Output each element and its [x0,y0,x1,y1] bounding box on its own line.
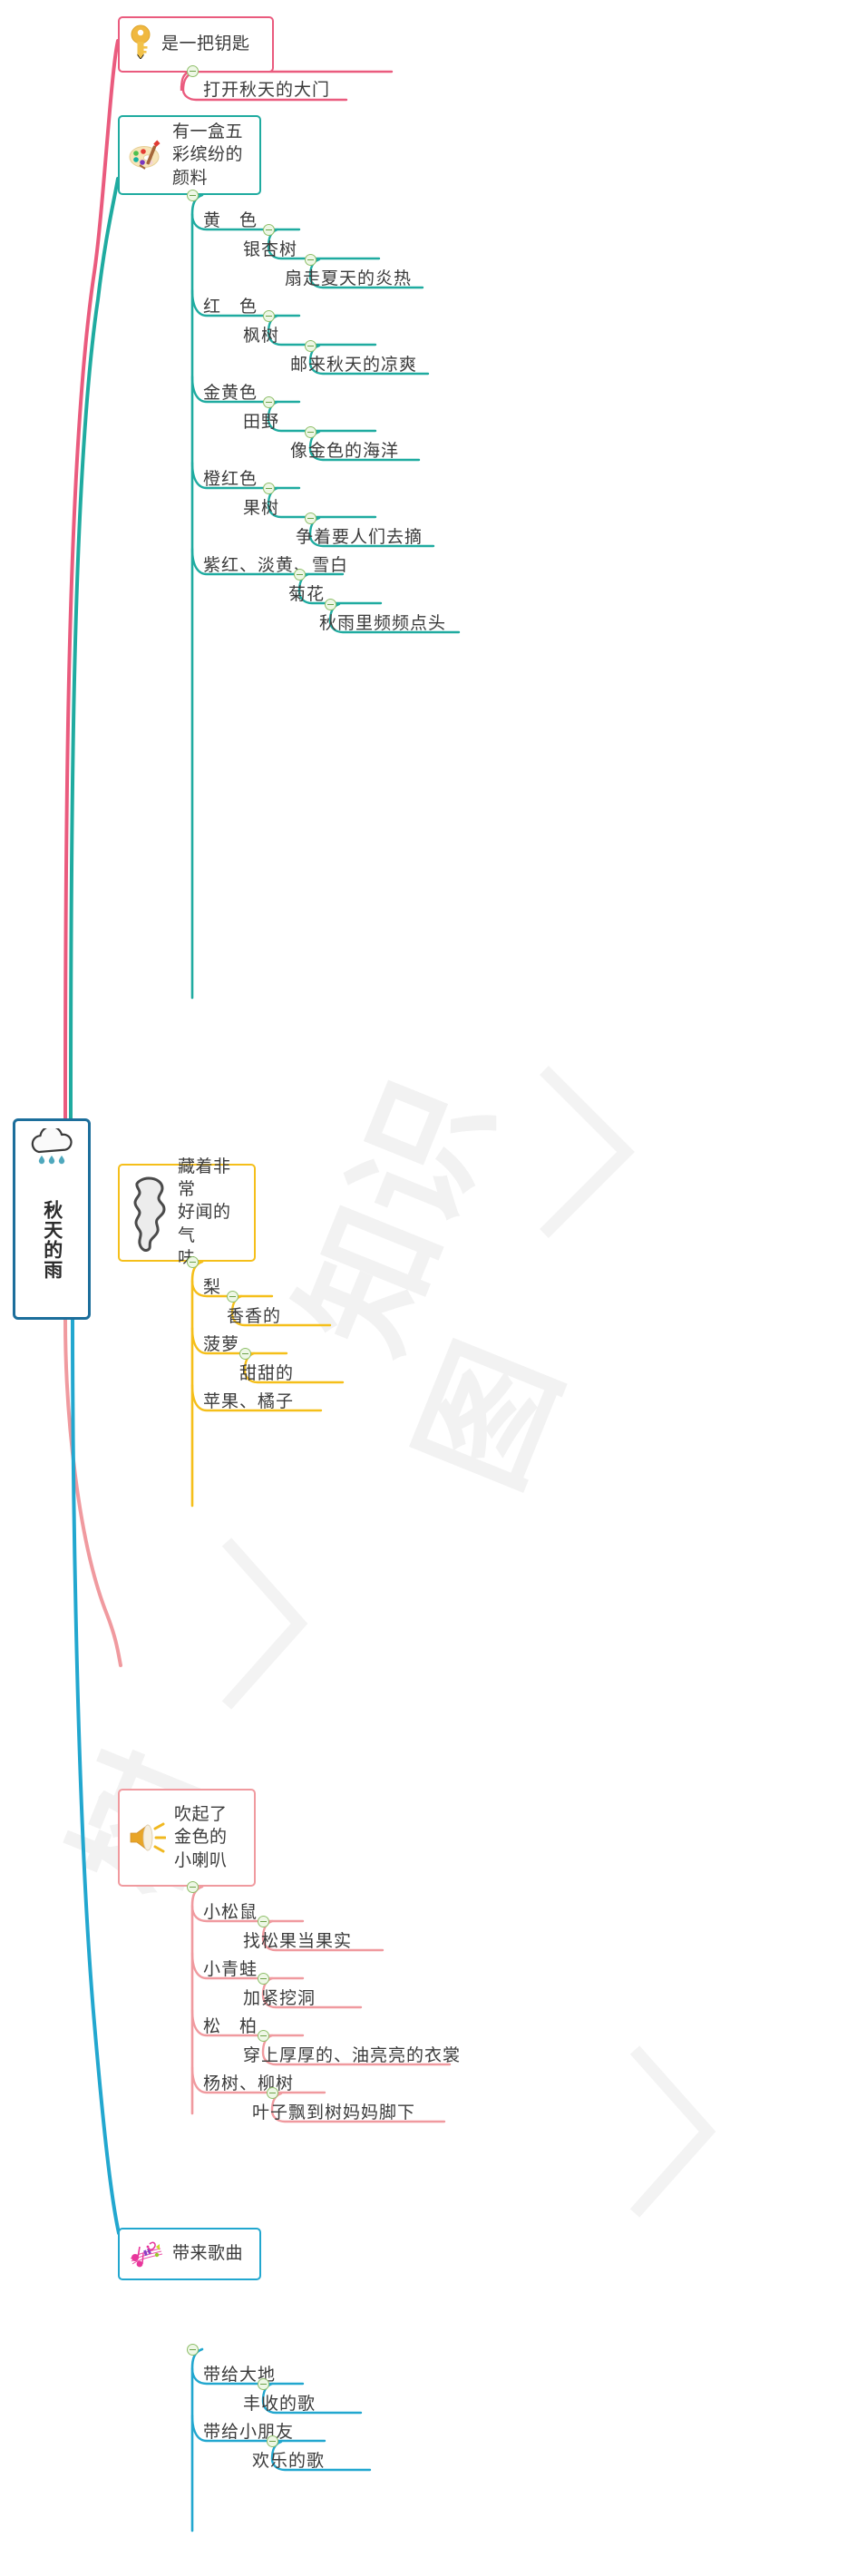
leaf-pine-cypress[interactable]: 松 柏 [203,2017,258,2036]
leaf-color-gold[interactable]: 金黄色 [203,384,258,403]
leaf-pear[interactable]: 梨 [203,1278,222,1297]
leaf-harvest-song[interactable]: 丰收的歌 [243,2395,316,2414]
leaf-leaves-fall[interactable]: 叶子飘到树妈妈脚下 [252,2103,416,2122]
leaf-fan-summer-heat[interactable]: 扇走夏天的炎热 [285,269,413,288]
megaphone-icon [128,1820,167,1855]
leaf-squirrel[interactable]: 小松鼠 [203,1903,258,1922]
leaf-poplar-willow[interactable]: 杨树、柳树 [203,2074,295,2093]
collapse-toggle-fruit[interactable] [305,512,316,524]
leaf-ginkgo-tree[interactable]: 银杏树 [243,240,298,259]
branch-node-colors-label: 有一盒五 彩缤纷的 颜料 [172,122,244,188]
branch-node-song[interactable]: 带来歌曲 [118,2228,261,2280]
leaf-color-yellow[interactable]: 黄 色 [203,211,258,230]
leaf-for-children[interactable]: 带给小朋友 [203,2423,295,2442]
leaf-chrysanthemum[interactable]: 菊花 [288,585,326,604]
leaf-pineapple[interactable]: 菠萝 [203,1335,240,1354]
leaf-nod-in-autumn-rain[interactable]: 秋雨里频频点头 [319,614,447,633]
collapse-toggle-pine-cypress[interactable] [258,2030,269,2042]
palette-icon [128,138,164,172]
branch-node-trumpet[interactable]: 吹起了 金色的 小喇叭 [118,1789,256,1887]
key-icon [128,24,153,64]
rain-cloud-icon [27,1125,76,1166]
branch-node-key[interactable]: 是一把钥匙 [118,16,274,73]
collapse-toggle-smell[interactable] [187,1256,199,1268]
leaf-maple-tree[interactable]: 枫树 [243,327,280,346]
leaf-gather-pinecones[interactable]: 找松果当果实 [243,1932,353,1951]
collapse-toggle-fields[interactable] [305,426,316,438]
collapse-toggle-children[interactable] [267,2435,278,2447]
collapse-toggle-frog[interactable] [258,1973,269,1985]
collapse-toggle-red[interactable] [263,310,275,322]
branch-node-colors[interactable]: 有一盒五 彩缤纷的 颜料 [118,115,261,195]
collapse-toggle-song[interactable] [187,2344,199,2356]
leaf-open-autumn-door[interactable]: 打开秋天的大门 [203,81,331,100]
leaf-color-red[interactable]: 红 色 [203,298,258,317]
leaf-fragrant[interactable]: 香香的 [227,1307,282,1326]
leaf-color-orange-red[interactable]: 橙红色 [203,470,258,489]
collapse-toggle-ginkgo[interactable] [305,254,316,266]
scent-smoke-icon [128,1174,170,1252]
collapse-toggle-trumpet[interactable] [187,1881,199,1893]
leaf-people-pick[interactable]: 争着要人们去摘 [296,528,424,547]
collapse-toggle-colors[interactable] [187,190,199,201]
central-node-label: 秋天的雨 [41,1200,63,1280]
leaf-dig-burrow[interactable]: 加紧挖洞 [243,1989,316,2008]
leaf-apple-orange[interactable]: 苹果、橘子 [203,1392,295,1411]
collapse-toggle-poplar[interactable] [267,2087,278,2099]
collapse-toggle-squirrel[interactable] [258,1916,269,1927]
svg-text:图: 图 [394,1324,586,1508]
leaf-golden-ocean[interactable]: 像金色的海洋 [290,442,400,461]
leaf-fields[interactable]: 田野 [243,413,280,432]
collapse-toggle-multi[interactable] [294,569,306,581]
branch-node-trumpet-label: 吹起了 金色的 小喇叭 [174,1805,228,1870]
collapse-toggle-earth[interactable] [258,2378,269,2390]
leaf-fruit-tree[interactable]: 果树 [243,499,280,518]
branch-node-smell[interactable]: 藏着非常 好闻的气 味 [118,1157,256,1268]
branch-node-smell-label: 藏着非常 好闻的气 味 [178,1157,231,1268]
central-node[interactable]: 秋天的雨 [13,1118,91,1320]
leaf-joyful-song[interactable]: 欢乐的歌 [252,2452,326,2471]
collapse-toggle-orange[interactable] [263,483,275,494]
branch-node-key-label: 是一把钥匙 [161,34,250,54]
leaf-frog[interactable]: 小青蛙 [203,1960,258,1979]
collapse-toggle-chrysanthemum[interactable] [325,599,336,610]
collapse-toggle-gold[interactable] [263,396,275,408]
collapse-toggle-key[interactable] [187,65,199,77]
leaf-sweet[interactable]: 甜甜的 [239,1364,295,1383]
collapse-toggle-pineapple[interactable] [239,1348,251,1360]
collapse-toggle-yellow[interactable] [263,224,275,236]
leaf-thick-shiny-clothes[interactable]: 穿上厚厚的、油亮亮的衣裳 [243,2046,462,2065]
collapse-toggle-pear[interactable] [227,1291,239,1303]
svg-text:知识: 知识 [276,1062,519,1371]
collapse-toggle-maple[interactable] [305,340,316,352]
music-notes-icon [128,2239,164,2269]
leaf-color-multi[interactable]: 紫红、淡黄、雪白 [203,556,349,575]
branch-node-song-label: 带来歌曲 [172,2244,244,2264]
leaf-mail-autumn-cool[interactable]: 邮来秋天的凉爽 [290,356,418,375]
